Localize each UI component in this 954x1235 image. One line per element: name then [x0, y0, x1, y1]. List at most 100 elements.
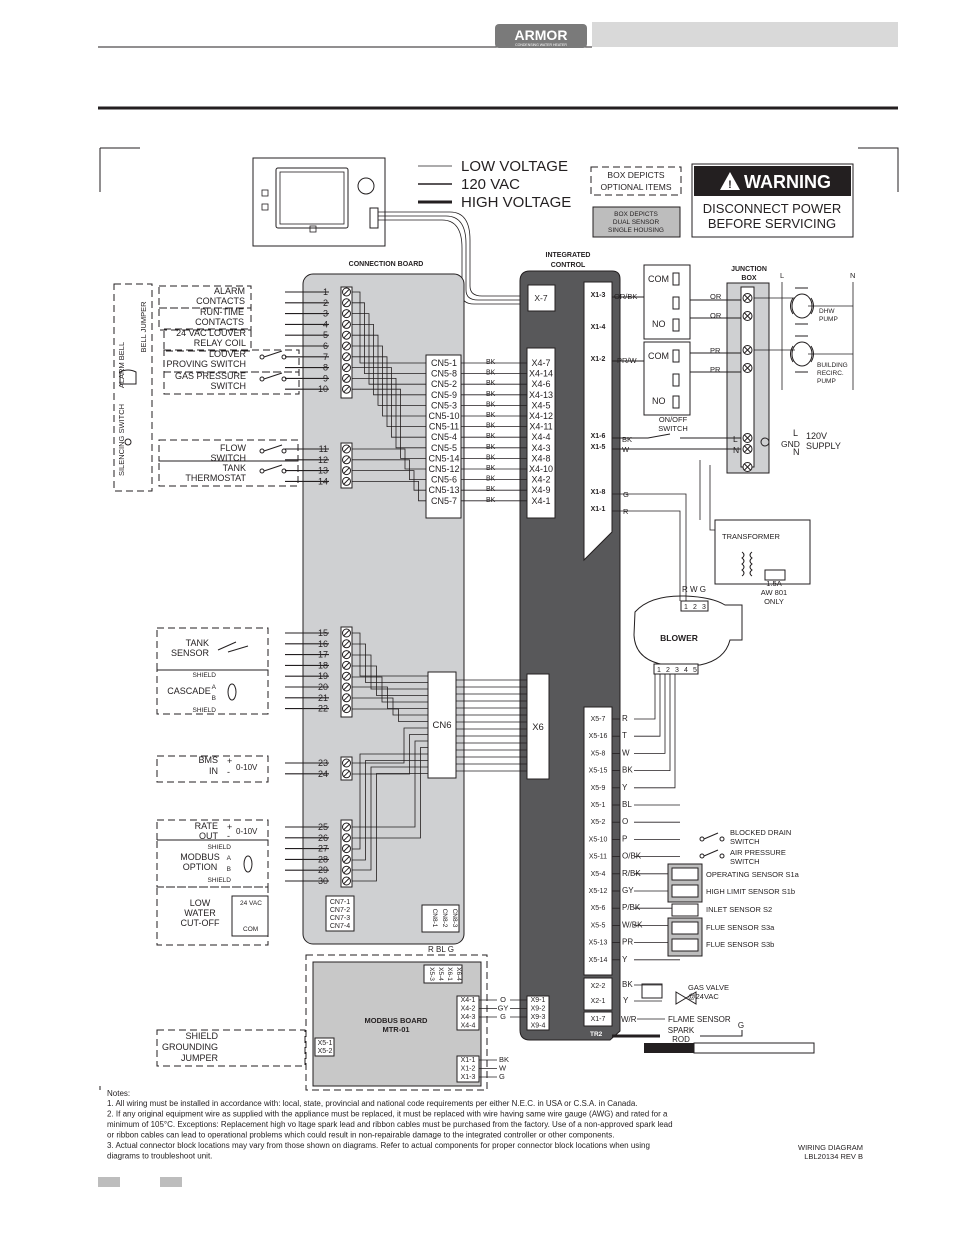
shield-ground-label: GROUNDING: [162, 1042, 218, 1052]
terminal-slot: [343, 299, 350, 307]
device-label: CONTACTS: [195, 317, 244, 327]
recirc-pump-label: RECIRC.: [817, 370, 844, 377]
wire-color: PR: [710, 365, 721, 374]
terminal-cn6-wire: [352, 708, 428, 722]
minus-sign: -: [227, 767, 230, 777]
fuse-label: ONLY: [764, 597, 784, 606]
modbus-board-title: MTR-01: [382, 1025, 409, 1034]
flame-sensor-label: FLAME SENSOR: [668, 1015, 731, 1024]
device-label: PROVING SWITCH: [166, 359, 246, 369]
page-header: ARMOR CONDENSING WATER HEATER: [98, 22, 898, 110]
low-water-label: WATER: [184, 908, 216, 918]
gas-valve-coil: [641, 983, 663, 999]
jbox-screw-slot: [744, 463, 751, 471]
cn5-pin: CN5-9: [431, 390, 457, 400]
wire-color: BK: [622, 435, 632, 444]
switch-contact: [699, 853, 705, 859]
x1-pin: X1-5: [591, 444, 606, 451]
terminal-slot: [343, 364, 350, 371]
x5-pin: X5-9: [591, 785, 606, 792]
jbox-n: N: [733, 445, 739, 455]
cascade-label: CASCADE: [167, 686, 211, 696]
wr-wire: W/R: [621, 1015, 637, 1024]
x5-modbus-pin: X5-1: [318, 1040, 333, 1047]
terminal-cn6-wire: [352, 773, 428, 882]
tank-sensor-icon: [217, 641, 249, 653]
wire-color-bk: BK: [486, 444, 496, 451]
modbus-twist-icon: [243, 855, 253, 873]
x4-modbus-pin: X4-2: [461, 1006, 476, 1013]
x5-pin: X5-7: [591, 716, 606, 723]
terminal-cn5-wire: [352, 448, 426, 470]
device-label: ALARM: [214, 286, 245, 296]
wire-color-bk: BK: [486, 486, 496, 493]
relay-com: COM: [648, 274, 669, 284]
jbox-screw-slot: [744, 364, 751, 372]
r-wire: [612, 510, 681, 601]
recirc-relay: [643, 341, 691, 416]
x4-connector: [456, 995, 480, 1031]
blower-pin: 1: [657, 667, 661, 674]
low-water-label: CUT-OFF: [181, 918, 220, 928]
cn5-pin: CN5-2: [431, 379, 457, 389]
v010-label: 0-10V: [236, 763, 258, 772]
x5-wire-color: PR: [622, 938, 633, 947]
modbus-board-title: MODBUS BOARD: [365, 1016, 428, 1025]
x2-pin: X2-2: [591, 983, 606, 990]
high-limit-label: HIGH LIMIT SENSOR S1b: [706, 887, 795, 896]
device-label: GAS PRESSURE: [175, 371, 246, 381]
connection-board-title: CONNECTION BOARD: [349, 261, 424, 268]
terminal-cn5-wire: [352, 302, 426, 375]
v010-label: 0-10V: [236, 827, 258, 836]
x1-pin: X1-4: [591, 324, 606, 331]
air-pressure-label: SWITCH: [730, 857, 760, 866]
x5-wire: [634, 674, 671, 771]
plus-sign: +: [227, 756, 232, 766]
cn5-pin: CN5-3: [431, 400, 457, 410]
blower-pin: 2: [693, 604, 697, 611]
device-label: SENSOR: [171, 648, 210, 658]
supply-label: SUPPLY: [806, 441, 841, 451]
terminal-slot: [343, 478, 350, 485]
terminal-slot: [343, 640, 350, 648]
cn8-pin: CN8-3: [451, 909, 458, 928]
rate-label: OUT: [199, 831, 219, 841]
jbox-l: L: [733, 434, 738, 444]
x5-wire-color: T: [622, 731, 627, 740]
supply-l: L: [793, 428, 798, 438]
switch-blade: [263, 444, 283, 452]
spark-rod-label: SPARK: [668, 1026, 695, 1035]
terminal-cn6-wire: [352, 727, 428, 764]
spark-rod-label: ROD: [672, 1035, 690, 1044]
terminal-cn5-wire: [352, 334, 426, 406]
legend-120vac: 120 VAC: [461, 176, 520, 193]
switch-contact: [281, 354, 287, 360]
x4-pin: X4-6: [531, 379, 550, 389]
terminal-cn6-wire: [352, 753, 428, 850]
cn8-pin: CN8-2: [441, 909, 448, 928]
x1-pin: X1-1: [591, 506, 606, 513]
x4-pin: X4-3: [531, 443, 550, 453]
x5-wire-color: Y: [622, 783, 628, 792]
cn7-pin: CN7-3: [330, 915, 350, 922]
x9-pin: X9-4: [531, 1023, 546, 1030]
x5-wire-color: O/BK: [622, 852, 642, 861]
dual-sensor-box: BOX DEPICTS DUAL SENSOR SINGLE HOUSING: [592, 206, 681, 238]
cn5-pin: CN5-14: [428, 453, 459, 463]
wire-color-bk: BK: [486, 370, 496, 377]
terminal-slot: [343, 856, 350, 863]
cn6-ribbon: [352, 632, 527, 882]
x1-modbus-pin: X1-3: [461, 1074, 476, 1081]
relay-contact: [672, 318, 680, 332]
terminal-slot: [343, 375, 350, 382]
plus-sign: +: [227, 822, 232, 832]
supply-l-top: L: [780, 271, 784, 280]
x5-wire: [634, 674, 666, 754]
wire-color-bk: BK: [486, 359, 496, 366]
shield-ground-label: SHIELD: [185, 1031, 218, 1041]
notes: Notes:1. All wiring must be installed in…: [107, 1089, 673, 1161]
wire-color-bk: BK: [486, 412, 496, 419]
legend-high-voltage: HIGH VOLTAGE: [461, 194, 571, 211]
x5-wire-color: P/BK: [622, 903, 641, 912]
